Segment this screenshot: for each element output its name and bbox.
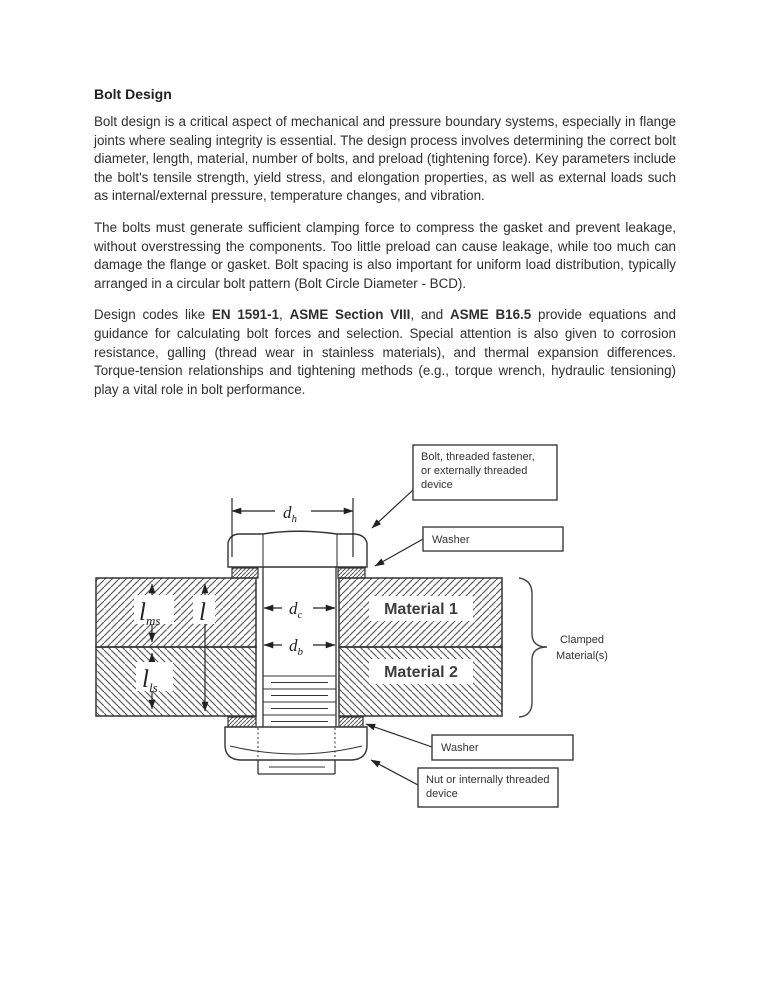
svg-text:lms: lms xyxy=(139,599,160,628)
material-2-left-hatch xyxy=(95,646,257,717)
paragraph-design-codes: Design codes like EN 1591-1, ASME Sectio… xyxy=(94,306,676,399)
svg-text:Nut or internally threaded: Nut or internally threaded xyxy=(426,774,550,786)
dimension-lms: lms xyxy=(134,583,174,643)
svg-text:Material 2: Material 2 xyxy=(384,664,458,681)
dimension-dc: dc xyxy=(263,595,336,621)
svg-text:device: device xyxy=(421,479,453,491)
washer-top-right xyxy=(337,567,366,579)
bolt-diagram-svg: dh dc db lms l lls xyxy=(95,444,608,808)
p3-seg: , and xyxy=(410,307,450,323)
callout-nut: Nut or internally threaded device xyxy=(370,759,559,808)
clamped-label-line2: Material(s) xyxy=(556,650,608,662)
bolt-head xyxy=(227,530,368,568)
p3-seg: , xyxy=(279,307,290,323)
svg-text:Bolt, threaded fastener,: Bolt, threaded fastener, xyxy=(421,451,535,463)
svg-text:device: device xyxy=(426,788,458,800)
material-1-label: Material 1 xyxy=(369,596,473,621)
clamped-label-line1: Clamped xyxy=(560,634,604,646)
paragraph-intro: Bolt design is a critical aspect of mech… xyxy=(94,114,676,204)
page-title: Bolt Design xyxy=(94,86,172,102)
svg-text:dc: dc xyxy=(289,599,303,621)
p3-seg: provide equations and guidance for calcu… xyxy=(94,307,676,397)
p3-code-asme-viii: ASME Section VIII xyxy=(289,307,411,323)
document-content: Bolt Design Bolt design is a critical as… xyxy=(94,86,676,412)
material-2-label: Material 2 xyxy=(369,659,473,684)
bolt-end xyxy=(257,760,336,775)
p3-code-asme-b165: ASME B16.5 xyxy=(450,307,532,323)
svg-text:Washer: Washer xyxy=(432,534,470,546)
dimension-db: db xyxy=(263,632,336,658)
washer-bottom-left xyxy=(227,716,257,728)
dimension-dh: dh xyxy=(231,498,354,557)
bolt-diagram-figure: dh dc db lms l lls xyxy=(90,440,630,818)
svg-text:lls: lls xyxy=(142,666,158,695)
svg-text:l: l xyxy=(199,599,206,626)
callout-bolt: Bolt, threaded fastener, or externally t… xyxy=(371,444,558,529)
svg-text:dh: dh xyxy=(283,503,298,525)
paragraph-clamping: The bolts must generate sufficient clamp… xyxy=(94,219,676,291)
callout-washer-bottom: Washer xyxy=(365,723,574,761)
clamped-materials-brace: Clamped Material(s) xyxy=(518,577,608,718)
thread-lines xyxy=(263,675,336,723)
callout-washer-top: Washer xyxy=(374,526,564,567)
nut-chamfer-line xyxy=(229,745,363,755)
material-1-left-hatch xyxy=(95,577,257,648)
svg-text:Washer: Washer xyxy=(441,742,479,754)
p3-seg: Design codes like xyxy=(94,307,212,323)
washer-bottom-right xyxy=(338,716,364,728)
dimension-l: l xyxy=(193,583,215,712)
nut xyxy=(224,726,368,761)
svg-text:or externally threaded: or externally threaded xyxy=(421,465,527,477)
svg-text:db: db xyxy=(289,636,304,658)
dimension-lls: lls xyxy=(136,652,173,710)
washer-top-left xyxy=(231,567,259,579)
svg-text:Material 1: Material 1 xyxy=(384,601,458,618)
p3-code-en1591: EN 1591-1 xyxy=(211,307,280,323)
